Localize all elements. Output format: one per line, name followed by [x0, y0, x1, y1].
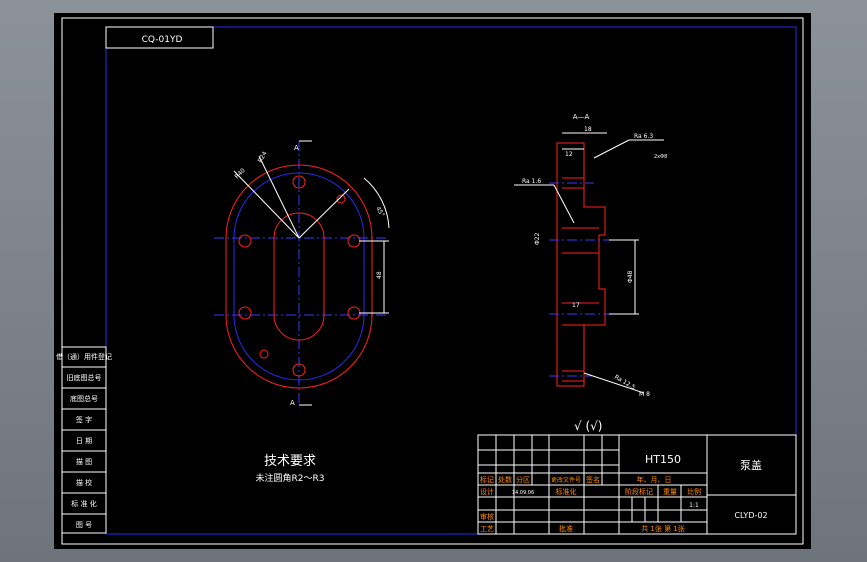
dim-label: Φ22: [534, 232, 541, 245]
left-table-row: 描 图: [76, 457, 92, 466]
material-label: HT150: [645, 453, 681, 466]
dim-label: M 8: [639, 391, 650, 398]
dim-label: 48: [376, 271, 383, 279]
left-table-row: 借（通）用件登记: [56, 352, 112, 361]
left-table-row: 底图总号: [70, 394, 98, 403]
front-view: R40 R24 45° 48 A A: [214, 140, 390, 407]
dim-label: 2xΦ8: [654, 154, 667, 160]
top-label-box: [105, 26, 214, 49]
bolt-hole: [347, 234, 361, 248]
bolt-circle: [233, 172, 365, 381]
title-cell: 更改文件号: [551, 476, 581, 484]
roughness-label: Ra 1.6: [522, 178, 541, 185]
roughness-symbol: √ (√): [574, 419, 602, 433]
outer-border: [61, 17, 804, 545]
title-cell: 年、月、日: [637, 475, 672, 484]
left-table-row: 签 字: [76, 415, 92, 424]
inner-slot: [273, 212, 325, 341]
title-block: HT150 泵盖 CLYD-02 标记 处数 分区 更改文件号 签名 年、月、日…: [477, 434, 797, 535]
tech-requirements-note: 未注圆角R2～R3: [256, 472, 325, 484]
left-signature-table: 借（通）用件登记 旧底图总号 底图总号 签 字 日 期 描 图 描 校 标 准 …: [56, 346, 112, 534]
dim-label: 12: [565, 151, 573, 158]
bolt-hole: [347, 306, 361, 320]
bolt-hole: [238, 234, 252, 248]
pin-hole: [259, 349, 269, 359]
top-label: CQ-01YD: [142, 35, 183, 45]
title-cell: 设计: [480, 487, 494, 496]
section-body: [556, 142, 606, 387]
title-cell: 阶段标记: [625, 487, 653, 496]
bolt-hole: [292, 175, 306, 189]
left-table-row: 图 号: [76, 521, 92, 529]
sheet-count: 共 1张 第 1张: [641, 524, 685, 533]
section-view: A—A 18 12 Φ22 Φ48 17 Ra 6.3 2xΦ8 Ra 1.6 …: [514, 113, 667, 398]
dim-label: 18: [584, 126, 592, 133]
pin-hole: [336, 194, 346, 204]
part-name: 泵盖: [740, 458, 762, 472]
title-cell: 重量: [663, 488, 677, 496]
scale-value: 1:1: [689, 502, 699, 509]
title-cell: 比例: [687, 487, 701, 496]
cad-drawing: CQ-01YD 借（通）用件登记 旧底图总号 底图总号 签 字 日 期 描 图 …: [56, 17, 804, 545]
bolt-hole: [292, 363, 306, 377]
drawing-number: CLYD-02: [734, 511, 767, 520]
section-title: A—A: [573, 113, 590, 121]
dim-label: 17: [572, 302, 580, 309]
left-table-row: 描 校: [76, 478, 92, 487]
dim-label: R40: [233, 167, 246, 180]
inner-frame: [105, 26, 797, 535]
roughness-label: Ra 6.3: [634, 133, 653, 140]
dim-label: Φ48: [627, 270, 634, 283]
dim-label: 45°: [374, 206, 385, 219]
dim-label: R24: [257, 150, 269, 164]
bolt-hole: [238, 306, 252, 320]
section-mark: A: [294, 144, 299, 152]
title-cell: 签名: [586, 475, 600, 484]
title-cell: 标准化: [556, 487, 577, 496]
outer-contour: [225, 164, 373, 389]
left-table-row: 日 期: [76, 437, 92, 445]
section-mark: A: [290, 399, 295, 407]
title-cell: 标记: [480, 475, 494, 484]
left-table-row: 旧底图总号: [67, 373, 102, 382]
tech-requirements-title: 技术要求: [264, 454, 316, 469]
drawing-sheet: CQ-01YD 借（通）用件登记 旧底图总号 底图总号 签 字 日 期 描 图 …: [54, 13, 811, 549]
left-table-row: 标 准 化: [71, 499, 96, 508]
title-cell: 14.09.06: [512, 490, 534, 496]
title-cell: 处数: [498, 475, 512, 484]
title-cell: 分区: [516, 475, 530, 484]
title-cell: 工艺: [480, 525, 494, 533]
roughness-label: Ra 12.5: [613, 374, 637, 392]
title-cell: 批准: [559, 524, 573, 533]
title-cell: 审核: [480, 512, 494, 521]
